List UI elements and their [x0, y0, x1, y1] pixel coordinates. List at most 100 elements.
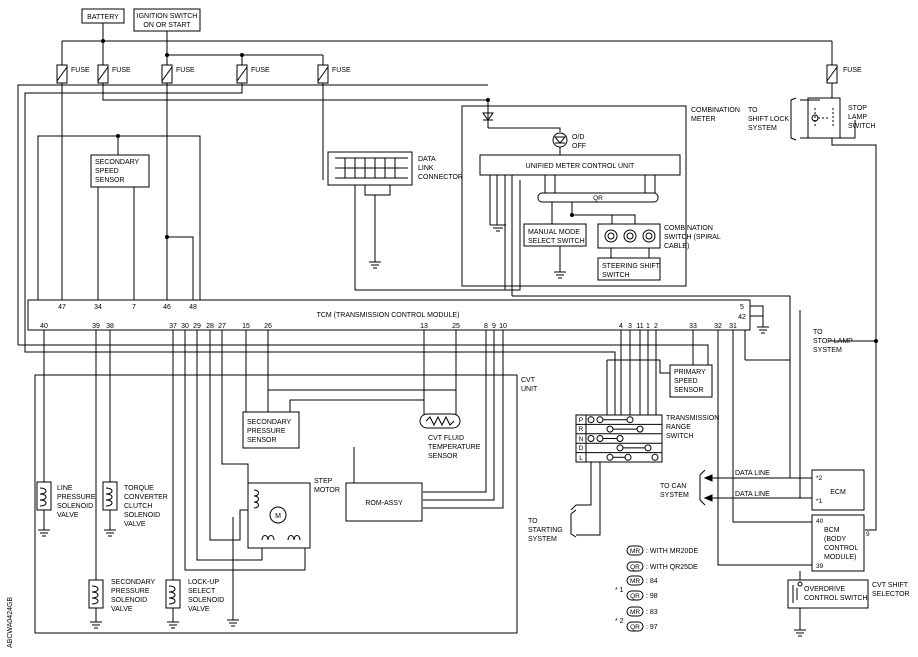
legend: MR : WITH MR20DE QR : WITH QR25DE MR : 8…	[615, 545, 698, 632]
tcm-pin: 4	[619, 323, 623, 330]
stop-lamp-sys-label-2: STOP LAMP	[813, 338, 853, 345]
legend-text: : WITH QR25DE	[646, 564, 698, 571]
unified-meter-label: UNIFIED METER CONTROL UNIT	[526, 163, 635, 170]
shift-lock-label-3: SYSTEM	[748, 125, 777, 132]
dlc-label-2: LINK	[418, 165, 434, 172]
lockup-label-3: SOLENOID	[188, 597, 224, 604]
range-d: D	[579, 445, 584, 452]
bcm-label-4: MODULE)	[824, 554, 856, 561]
range-r: R	[579, 426, 584, 433]
fuse-label: FUSE	[843, 67, 862, 74]
stop-lamp-label-3: SWITCH	[848, 123, 876, 130]
tcm-pin: 39	[92, 323, 100, 330]
od-switch-label-1: OVERDRIVE	[804, 586, 846, 593]
tcm-pin: 38	[106, 323, 114, 330]
secondary-speed-sensor: SECONDARY SPEED SENSOR	[37, 134, 201, 300]
cvt-unit-label-2: UNIT	[521, 386, 538, 393]
range-p: P	[579, 417, 583, 424]
tcm-pin: 25	[452, 323, 460, 330]
stop-lamp-sys-label-1: TO	[813, 329, 823, 336]
tcm-pin: 29	[193, 323, 201, 330]
secondary-pressure-solenoid: SECONDARY PRESSURE SOLENOID VALVE	[88, 579, 156, 629]
comb-switch-label-1: COMBINATION	[664, 225, 713, 232]
legend-row-6: * 2 QR : 97	[615, 618, 658, 632]
combination-meter: COMBINATION METER O/D OFF UNIFIED METER …	[461, 105, 740, 296]
line-pressure-solenoid: LINE PRESSURE SOLENOID VALVE	[36, 481, 96, 537]
legend-text: : 97	[646, 624, 658, 631]
legend-text: : 98	[646, 593, 658, 600]
shift-lock-label-1: TO	[748, 107, 758, 114]
ss-sensor-label-2: SPEED	[95, 168, 119, 175]
data-line-label-1: DATA LINE	[735, 470, 770, 477]
legend-text: : WITH MR20DE	[646, 548, 698, 555]
legend-row-4: * 1 QR : 98	[615, 587, 658, 601]
ps-sensor-label-1: PRIMARY	[674, 369, 706, 376]
manual-mode-label-1: MANUAL MODE	[528, 229, 580, 236]
ignition-switch: IGNITION SWITCH ON OR START	[133, 8, 201, 32]
od-label-1: O/D	[572, 134, 584, 141]
cvt-unit-label-1: CVT	[521, 377, 536, 384]
legend-row-1: MR : WITH MR20DE	[626, 545, 698, 556]
tcm-pin: 34	[94, 304, 102, 311]
tcm-pin: 33	[689, 323, 697, 330]
tcm-pin: 11	[636, 323, 643, 330]
stop-lamp-label-1: STOP	[848, 105, 867, 112]
tcm-output-wiring	[43, 330, 504, 620]
legend-tag: MR	[630, 578, 640, 585]
fuse-label: FUSE	[251, 67, 270, 74]
secondary-pressure-sensor: SECONDARY PRESSURE SENSOR	[242, 411, 300, 449]
legend-text: : 84	[646, 578, 658, 585]
ground-symbol	[227, 619, 239, 627]
spv-label-4: VALVE	[111, 606, 133, 613]
comb-switch-label-3: CABLE)	[664, 243, 689, 250]
legend-prefix: * 2	[615, 618, 624, 625]
bcm-pin-39: 39	[816, 563, 824, 570]
bcm-pin-40: 40	[816, 518, 824, 525]
tcm-pin: 46	[163, 304, 171, 311]
tcm-pin: 7	[132, 304, 136, 311]
bcm-pin-9: 9	[866, 531, 870, 538]
spv-label-3: SOLENOID	[111, 597, 147, 604]
motor-label: M	[275, 513, 281, 520]
fuse-5: FUSE	[317, 64, 351, 84]
tcm-pin: 42	[738, 314, 746, 321]
tcm-pin: 37	[169, 323, 177, 330]
tcm-pin: 30	[181, 323, 189, 330]
fuse-3: FUSE	[161, 64, 195, 84]
starting-label-2: STARTING	[528, 527, 563, 534]
data-line-label-2: DATA LINE	[735, 491, 770, 498]
ps-sensor-label-3: SENSOR	[674, 387, 704, 394]
tc-label-1: TORQUE	[124, 485, 154, 492]
fused-wiring	[24, 83, 833, 425]
data-link-connector: DATA LINK CONNECTOR	[327, 151, 521, 291]
sp-sensor-label-2: PRESSURE	[247, 428, 286, 435]
tcm-pin: 31	[729, 323, 737, 330]
cm-label-2: METER	[691, 116, 716, 123]
tcm-pin: 48	[189, 304, 197, 311]
fuse-label: FUSE	[176, 67, 195, 74]
step-motor-label-2: MOTOR	[314, 487, 340, 494]
ignition-label-1: IGNITION SWITCH	[137, 13, 198, 20]
cvt-selector-label-1: CVT SHIFT	[872, 582, 909, 589]
rom-assy: ROM-ASSY	[345, 482, 423, 522]
shift-lock-label-2: SHIFT LOCK	[748, 116, 789, 123]
sp-sensor-label-1: SECONDARY	[247, 419, 292, 426]
legend-row-3: MR : 84	[626, 575, 658, 586]
ecm-pin-2: *2	[816, 475, 823, 482]
cvt-fluid-label-2: TEMPERATURE	[428, 444, 481, 451]
legend-tag: QR	[630, 624, 640, 631]
lp-label-4: VALVE	[57, 512, 79, 519]
can-ecm-bcm: DATA LINE DATA LINE TO CAN SYSTEM ECM *2…	[512, 295, 870, 572]
tcm-pin: 2	[654, 323, 658, 330]
step-motor: M STEP MOTOR	[247, 478, 340, 549]
trs-label-1: TRANSMISSION	[666, 415, 719, 422]
tcm-pin: 28	[206, 323, 214, 330]
lp-label-2: PRESSURE	[57, 494, 96, 501]
tcm-pin: 47	[58, 304, 66, 311]
tcm-pin: 8	[484, 323, 488, 330]
trs-label-3: SWITCH	[666, 433, 694, 440]
lockup-label-4: VALVE	[188, 606, 210, 613]
legend-tag: QR	[630, 593, 640, 600]
stop-lamp-label-2: LAMP	[848, 114, 867, 121]
power-wiring	[61, 23, 833, 65]
